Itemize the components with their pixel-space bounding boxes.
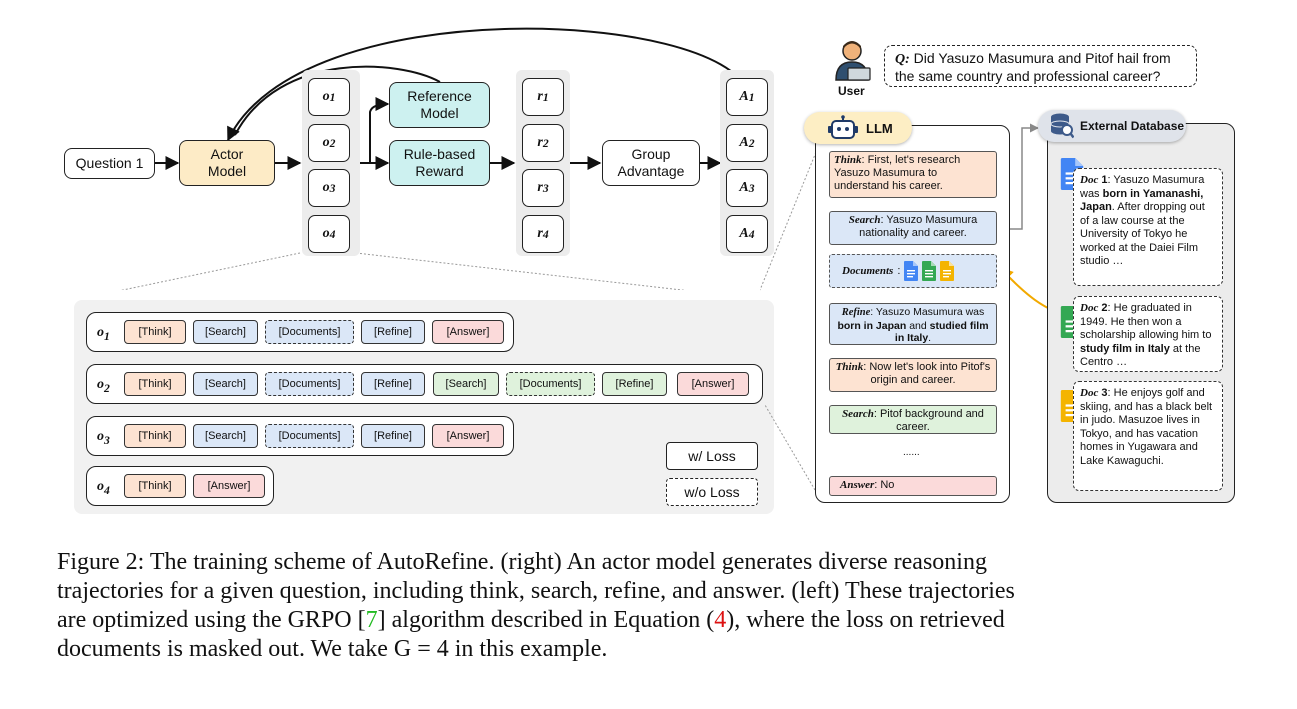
actor-model-box: Actor Model xyxy=(179,140,275,186)
database-header: External Database xyxy=(1038,110,1186,142)
trajectory-row-o4: o4 [Think] [Answer] xyxy=(86,466,274,506)
figure-caption: Figure 2: The training scheme of AutoRef… xyxy=(57,548,1247,664)
legend-without-loss: w/o Loss xyxy=(666,478,758,506)
blue-doc-icon xyxy=(904,261,919,281)
citation-link[interactable]: 7 xyxy=(365,607,378,633)
database-label: External Database xyxy=(1080,119,1185,133)
token: [Documents] xyxy=(265,424,354,448)
caption-line-3: are optimized using the GRPO [7] algorit… xyxy=(57,607,1005,633)
step-think-2: Think: Now let's look into Pitof's origi… xyxy=(829,358,997,392)
llm-label: LLM xyxy=(866,120,893,136)
legend-with-loss: w/ Loss xyxy=(666,442,758,470)
question-text: Did Yasuzo Masumura and Pitof hail from … xyxy=(895,50,1171,84)
token: [Refine] xyxy=(361,372,425,396)
doc-2: Doc 2: He graduated in 1949. He then won… xyxy=(1073,296,1223,372)
step-answer: Answer: No xyxy=(829,476,997,496)
token: [Refine] xyxy=(361,424,425,448)
question-prefix: Q: xyxy=(895,52,910,67)
token: [Answer] xyxy=(432,424,504,448)
green-doc-icon xyxy=(922,261,937,281)
question-box: Question 1 xyxy=(64,148,155,179)
token: [Documents] xyxy=(506,372,595,396)
token: [Think] xyxy=(124,474,186,498)
doc-1: Doc 1: Yasuzo Masumura was born in Yaman… xyxy=(1073,168,1223,286)
caption-line-2: trajectories for a given question, inclu… xyxy=(57,578,1015,604)
token: [Search] xyxy=(193,372,258,396)
trajectory-row-o3: o3 [Think] [Search] [Documents] [Refine]… xyxy=(86,416,514,456)
yellow-doc-icon xyxy=(940,261,955,281)
step-think-1: Think: First, let's research Yasuzo Masu… xyxy=(829,151,997,198)
caption-line-1: Figure 2: The training scheme of AutoRef… xyxy=(57,549,987,575)
user-icon xyxy=(835,41,871,81)
trajectory-row-o1: o1 [Think] [Search] [Documents] [Refine]… xyxy=(86,312,514,352)
step-refine: Refine: Yasuzo Masumura was born in Japa… xyxy=(829,303,997,345)
token: [Think] xyxy=(124,424,186,448)
token: [Search] xyxy=(193,424,258,448)
question-bubble: Q: Did Yasuzo Masumura and Pitof hail fr… xyxy=(884,45,1197,87)
equation-link[interactable]: 4 xyxy=(714,607,727,633)
token: [Documents] xyxy=(265,320,354,344)
step-ellipsis: ...... xyxy=(903,447,920,458)
token: [Search] xyxy=(433,372,499,396)
rule-reward-box: Rule-based Reward xyxy=(389,140,490,186)
token: [Refine] xyxy=(602,372,667,396)
token: [Search] xyxy=(193,320,258,344)
robot-icon xyxy=(828,115,858,139)
reference-model-box: Reference Model xyxy=(389,82,490,128)
step-search-2: Search: Pitof background and career. xyxy=(829,405,997,434)
token: [Refine] xyxy=(361,320,425,344)
doc-3: Doc 3: He enjoys golf and skiing, and ha… xyxy=(1073,381,1223,491)
pipeline-connectors xyxy=(120,27,749,290)
step-documents: Documents: xyxy=(829,254,997,288)
database-icon xyxy=(1050,113,1074,139)
token: [Answer] xyxy=(193,474,265,498)
token: [Think] xyxy=(124,320,186,344)
llm-header: LLM xyxy=(804,112,912,144)
token: [Documents] xyxy=(265,372,354,396)
trajectory-row-o2: o2 [Think] [Search] [Documents] [Refine]… xyxy=(86,364,763,404)
token: [Think] xyxy=(124,372,186,396)
step-search-1: Search: Yasuzo Masumura nationality and … xyxy=(829,211,997,245)
token: [Answer] xyxy=(677,372,749,396)
user-label: User xyxy=(838,84,865,98)
token: [Answer] xyxy=(432,320,504,344)
caption-line-4: documents is masked out. We take G = 4 i… xyxy=(57,636,608,662)
group-advantage-box: Group Advantage xyxy=(602,140,700,186)
